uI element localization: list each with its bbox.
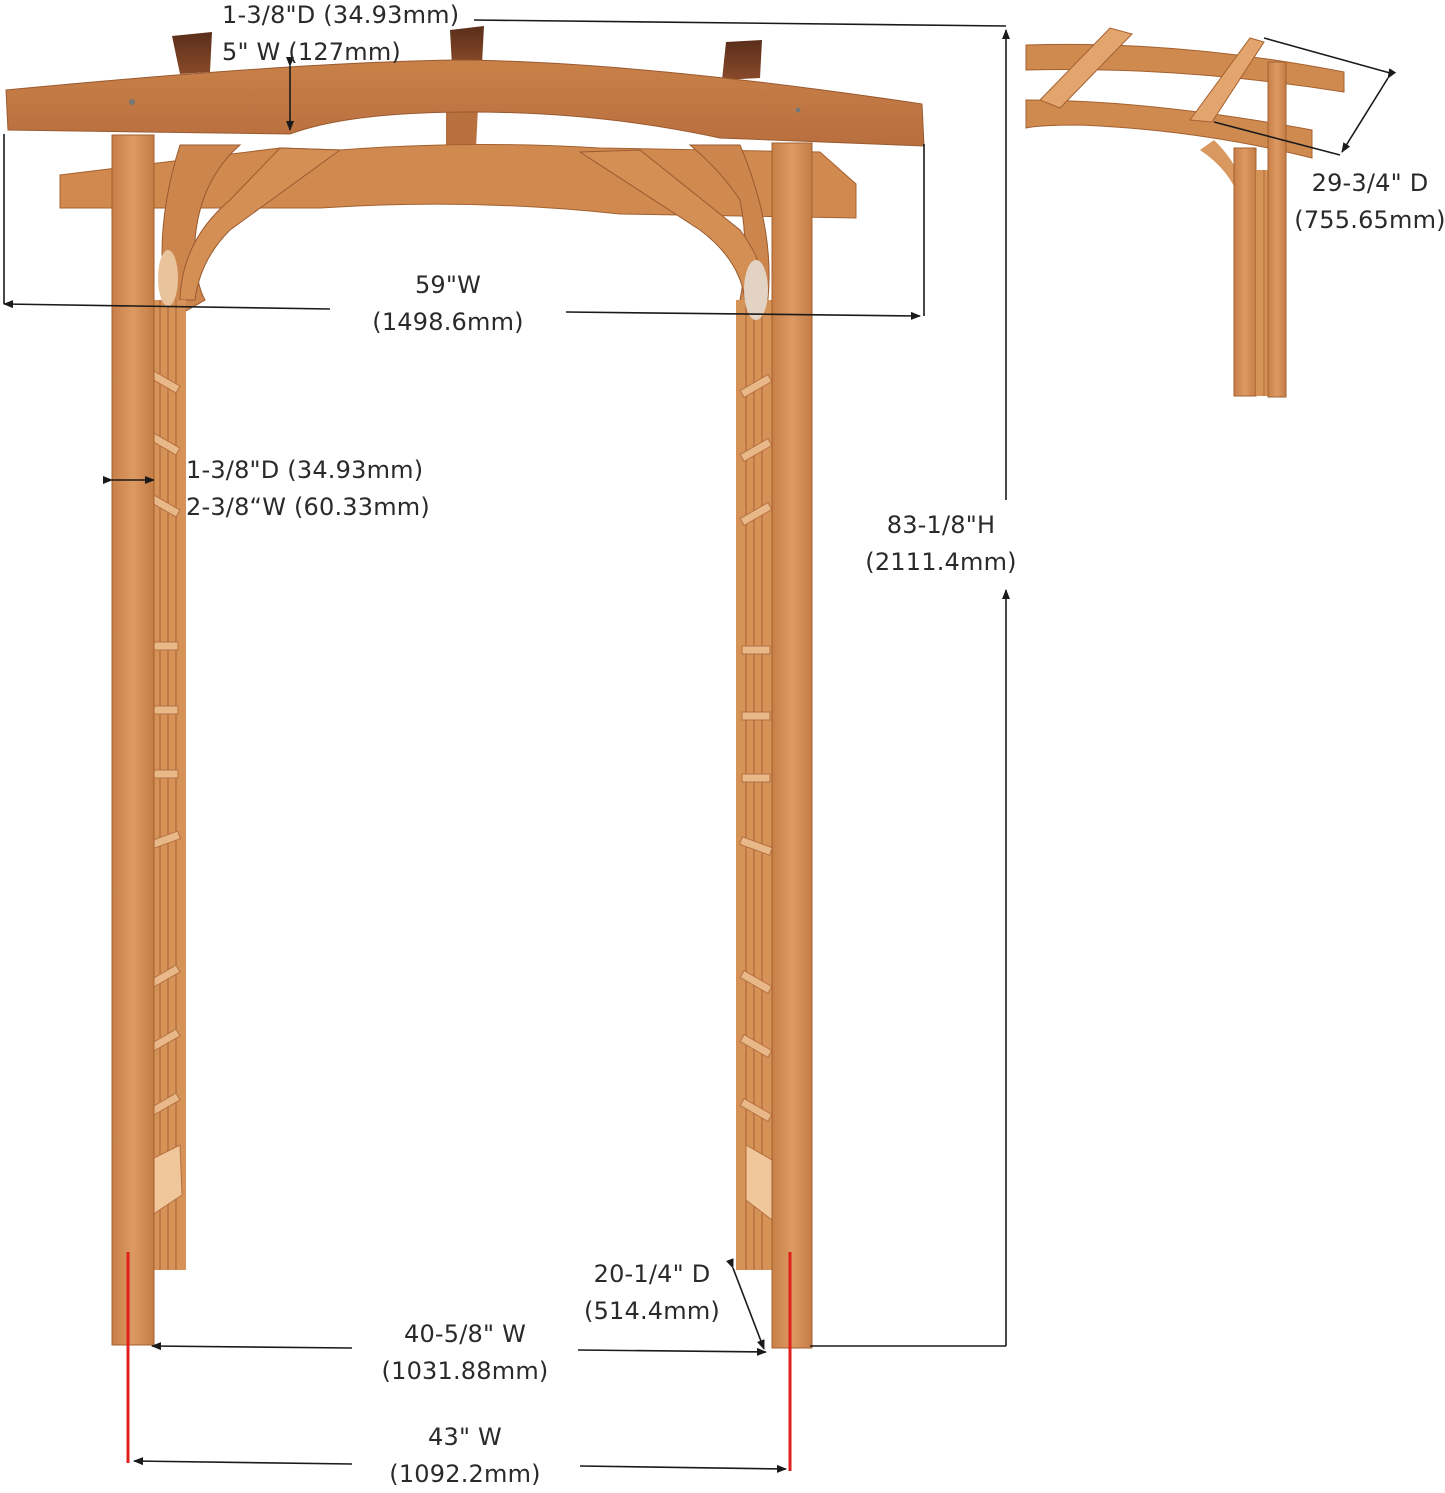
top-beam-width: 5" W (127mm) xyxy=(222,38,401,66)
post-depth: 1-3/8"D (34.93mm) xyxy=(186,456,424,484)
overall-width-imperial: 59"W xyxy=(414,271,482,299)
red-guide-lines xyxy=(126,1252,792,1471)
post-dimension-label: 1-3/8"D (34.93mm) 2-3/8“W (60.33mm) xyxy=(186,452,430,526)
overall-height-metric: (2111.4mm) xyxy=(865,548,1017,576)
dimension-lines xyxy=(3,19,1397,1473)
base-depth-metric: (514.4mm) xyxy=(584,1297,720,1325)
base-depth-imperial: 20-1/4" D xyxy=(593,1260,711,1288)
inner-width-label: 40-5/8" W (1031.88mm) xyxy=(372,1316,558,1390)
top-depth-label: 29-3/4" D (755.65mm) xyxy=(1290,165,1445,239)
post-width: 2-3/8“W (60.33mm) xyxy=(186,493,430,521)
overall-width-metric: (1498.6mm) xyxy=(372,308,524,336)
left-diagonal-brace xyxy=(179,147,342,301)
overall-height-imperial: 83-1/8"H xyxy=(886,511,996,539)
right-post xyxy=(771,142,813,1349)
overall-height-label: 83-1/8"H (2111.4mm) xyxy=(858,507,1024,581)
front-top-beam xyxy=(5,59,925,147)
right-trellis xyxy=(736,300,774,1270)
left-trellis xyxy=(148,300,186,1270)
left-bracket xyxy=(161,144,242,321)
top-beam-depth: 1-3/8"D (34.93mm) xyxy=(222,1,460,29)
inner-width-imperial: 40-5/8" W xyxy=(403,1320,527,1348)
left-post xyxy=(111,134,155,1346)
top-beam-dimension-label: 1-3/8"D (34.93mm) 5" W (127mm) xyxy=(222,0,459,71)
inset-perspective-view xyxy=(1025,27,1345,398)
main-arbor xyxy=(5,26,925,1349)
outer-base-width-metric: (1092.2mm) xyxy=(389,1460,541,1488)
base-depth-label: 20-1/4" D (514.4mm) xyxy=(576,1256,728,1330)
top-depth-imperial: 29-3/4" D xyxy=(1311,169,1429,197)
inner-width-metric: (1031.88mm) xyxy=(381,1357,549,1385)
top-rafters xyxy=(172,26,762,148)
outer-base-width-label: 43" W (1092.2mm) xyxy=(380,1419,550,1493)
overall-width-label: 59"W (1498.6mm) xyxy=(348,267,548,341)
outer-base-width-imperial: 43" W xyxy=(428,1423,502,1451)
top-depth-metric: (755.65mm) xyxy=(1294,206,1445,234)
